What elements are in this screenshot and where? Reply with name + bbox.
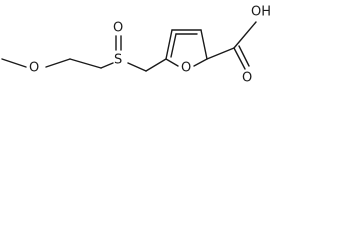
atom-acid-oh: OH xyxy=(251,5,271,20)
bond-methyl-o xyxy=(1,58,27,68)
bond-s-ch2 xyxy=(127,62,147,72)
bond-c-o-double-a xyxy=(233,47,246,70)
bond-group xyxy=(1,21,257,72)
atom-sulfinyl-o: O xyxy=(113,21,123,36)
bond-c-o-double-b xyxy=(238,45,250,67)
atom-ring-o: O xyxy=(181,61,191,76)
bond-c4-c5-inner xyxy=(170,33,177,58)
bond-ch2-ring xyxy=(145,58,167,72)
atom-sulfur: S xyxy=(114,53,122,68)
bond-c2-cooh xyxy=(206,47,235,60)
bond-c2-c3 xyxy=(200,29,208,60)
atom-acid-o: O xyxy=(242,71,252,86)
bond-ch2-ch2 xyxy=(69,58,102,69)
bond-c4-c5 xyxy=(165,29,173,60)
chemical-structure: O S O O OH O xyxy=(1,5,271,86)
bond-o1-c2 xyxy=(193,58,208,67)
bond-o-ch2 xyxy=(45,58,71,68)
bond-ch2-s xyxy=(100,62,114,69)
bond-c5-o1 xyxy=(165,58,179,67)
atom-labels: O S O O OH O xyxy=(29,5,271,86)
bond-c-oh xyxy=(233,21,257,49)
atom-methoxy-o: O xyxy=(29,61,39,76)
